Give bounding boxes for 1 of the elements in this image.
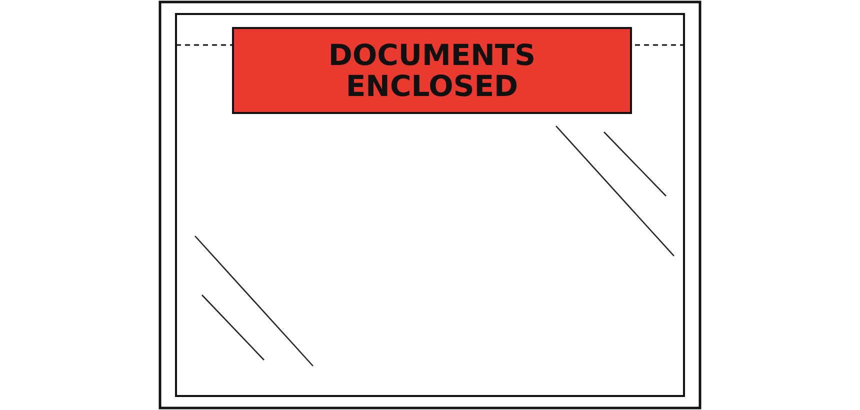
label-strip: DOCUMENTS ENCLOSED: [232, 27, 632, 114]
